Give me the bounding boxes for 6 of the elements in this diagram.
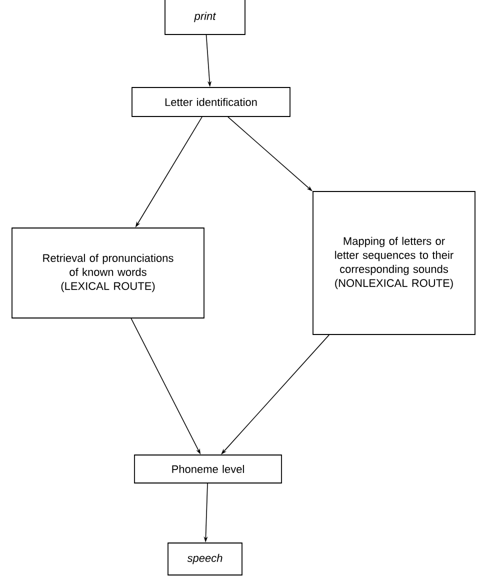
output-box: speech	[168, 542, 242, 576]
process-box: Mapping of letters or letter sequences to their corresponding sounds (NONLEXICAL ROUTE)	[312, 191, 476, 335]
process-box: Phoneme level	[134, 454, 282, 484]
process-box: Retrieval of pronunciations of known words (LEXICAL ROUTE)	[12, 228, 204, 318]
input-box: print	[164, 0, 246, 35]
process-box: Letter identification	[132, 87, 290, 117]
